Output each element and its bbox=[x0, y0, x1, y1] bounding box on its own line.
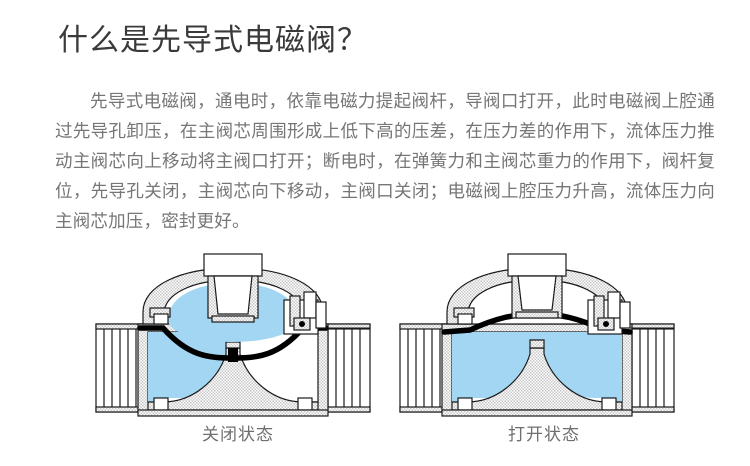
figure-caption-open: 打开状态 bbox=[508, 425, 580, 444]
figure-valve-open: 打开状态 bbox=[392, 252, 682, 452]
valve-open-diagram bbox=[399, 253, 675, 417]
bonnet-boss-left bbox=[149, 307, 171, 325]
solenoid-coil bbox=[203, 253, 263, 323]
figure-caption-closed: 关闭状态 bbox=[202, 425, 274, 444]
pilot-port bbox=[283, 291, 327, 335]
main-valve-seat bbox=[441, 339, 633, 417]
page-title: 什么是先导式电磁阀？ bbox=[58, 24, 368, 57]
pilot-port bbox=[587, 291, 631, 335]
solenoid-coil bbox=[507, 253, 567, 319]
bonnet-boss-left bbox=[453, 307, 475, 325]
figure-group: 关闭状态 bbox=[0, 252, 750, 452]
valve-stem bbox=[228, 348, 238, 362]
figure-valve-closed: 关闭状态 bbox=[88, 252, 378, 452]
article-body-text: 先导式电磁阀，通电时，依靠电磁力提起阀杆，导阀口打开，此时电磁阀上腔通过先导孔卸… bbox=[55, 91, 715, 231]
valve-closed-diagram bbox=[95, 253, 371, 417]
main-valve-seat bbox=[137, 341, 329, 417]
